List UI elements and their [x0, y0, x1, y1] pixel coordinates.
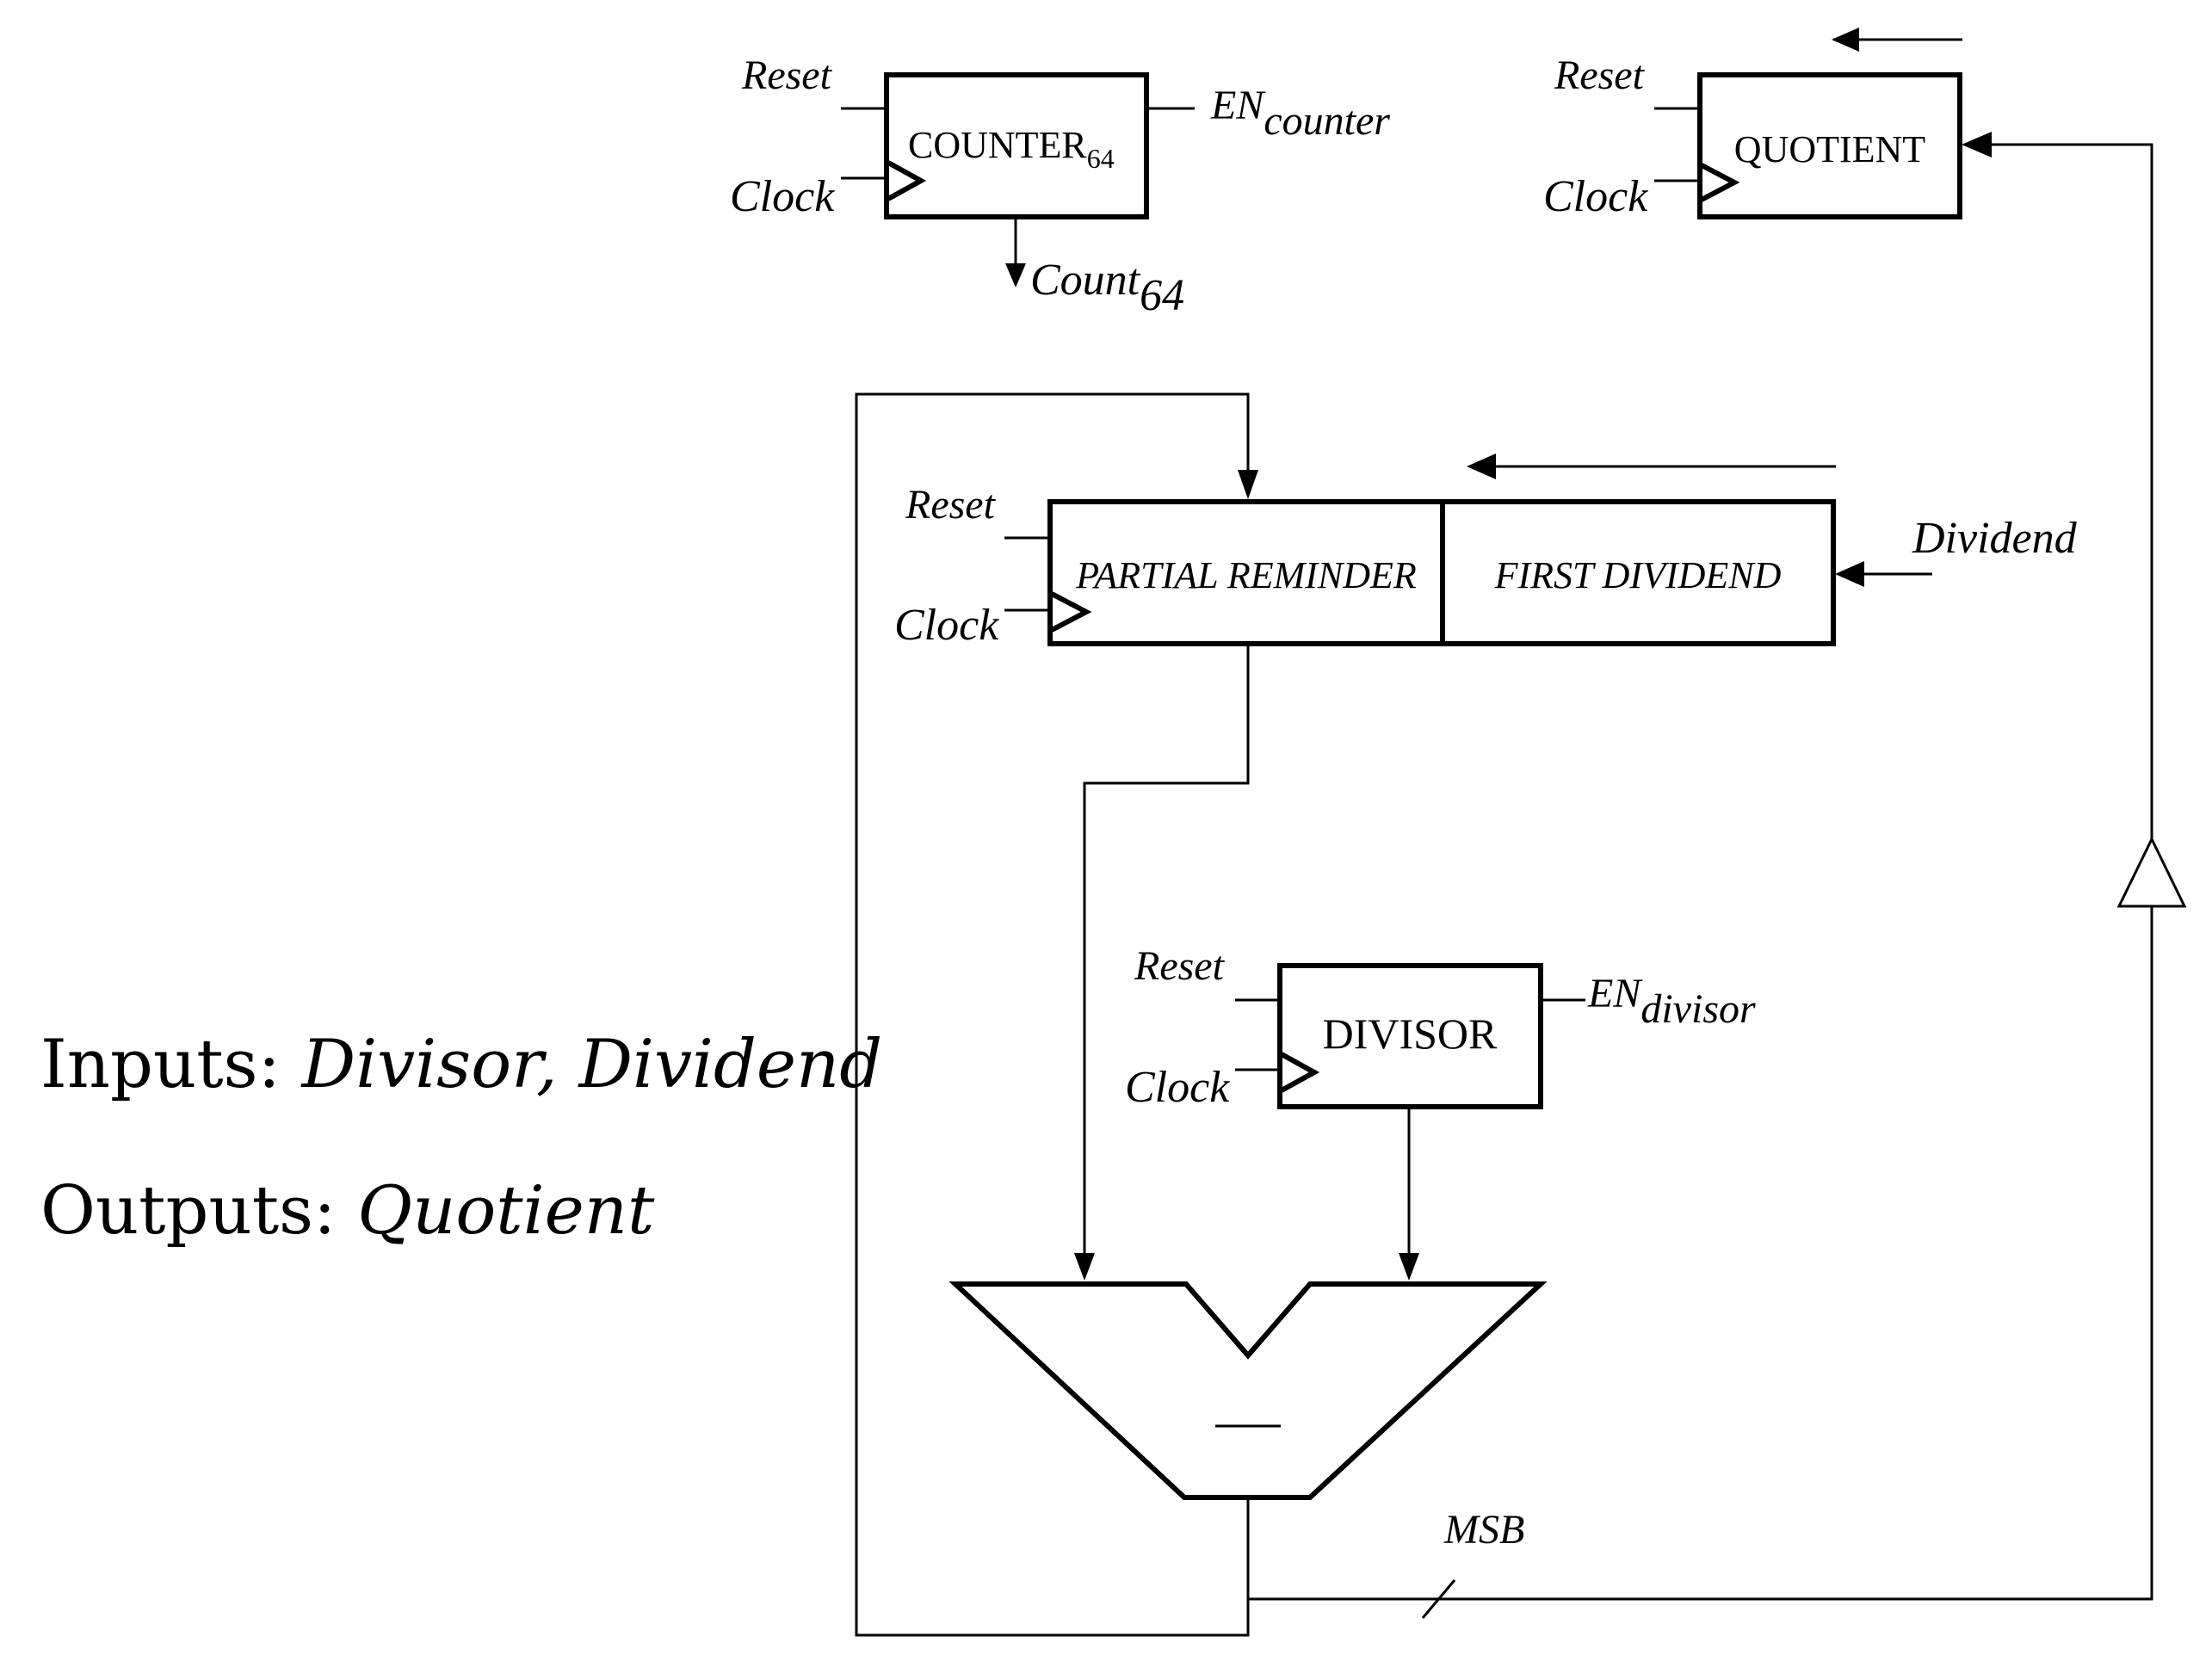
quotient-clock-label: Clock	[1543, 172, 1648, 221]
shift-reset-label: Reset	[905, 482, 997, 528]
counter-enable-label: ENcounter	[1210, 83, 1390, 144]
wire-msb-to-quotient	[1248, 906, 2153, 1601]
quotient-reset-label: Reset	[1554, 52, 1646, 98]
dividend-input-label: Dividend	[1912, 514, 2078, 563]
counter-title: COUNTER64	[908, 124, 1115, 174]
outputs-summary: Outputs: Quotient	[40, 1172, 655, 1250]
shift-register: PARTIAL REMINDER FIRST DIVIDEND Reset Cl…	[894, 454, 2078, 650]
wire-buffer-to-quotient	[1990, 143, 2153, 839]
first-dividend-label: FIRST DIVIDEND	[1494, 554, 1782, 596]
counter-block: COUNTER64 Reset Clock ENcounter Count64	[730, 52, 1390, 320]
subtractor	[948, 1281, 1548, 1500]
quotient-register: QUOTIENT Reset Clock	[1543, 28, 1962, 221]
buffer-gate	[2116, 836, 2187, 908]
partial-remainder-label: PARTIAL REMINDER	[1075, 554, 1417, 596]
msb-bus-slash	[1421, 1579, 1456, 1619]
divisor-enable-label: ENdivisor	[1587, 971, 1756, 1032]
divisor-reset-label: Reset	[1134, 943, 1226, 989]
msb-label: MSB	[1443, 1507, 1524, 1553]
divisor-register: DIVISOR Reset Clock ENdivisor	[1125, 943, 1756, 1112]
divisor-clock-label: Clock	[1125, 1063, 1230, 1112]
counter-reset-label: Reset	[741, 52, 833, 98]
shift-clock-label: Clock	[894, 601, 999, 650]
divisor-title: DIVISOR	[1323, 1009, 1498, 1058]
quotient-title: QUOTIENT	[1734, 128, 1926, 170]
counter-clock-label: Clock	[730, 172, 835, 221]
counter-output-label: Count64	[1030, 256, 1184, 320]
inputs-summary: Inputs: Divisor, Dividend	[40, 1026, 882, 1103]
wire-feedback-loop	[855, 392, 1250, 1637]
wire-remainder-to-subtractor	[1083, 644, 1250, 1255]
